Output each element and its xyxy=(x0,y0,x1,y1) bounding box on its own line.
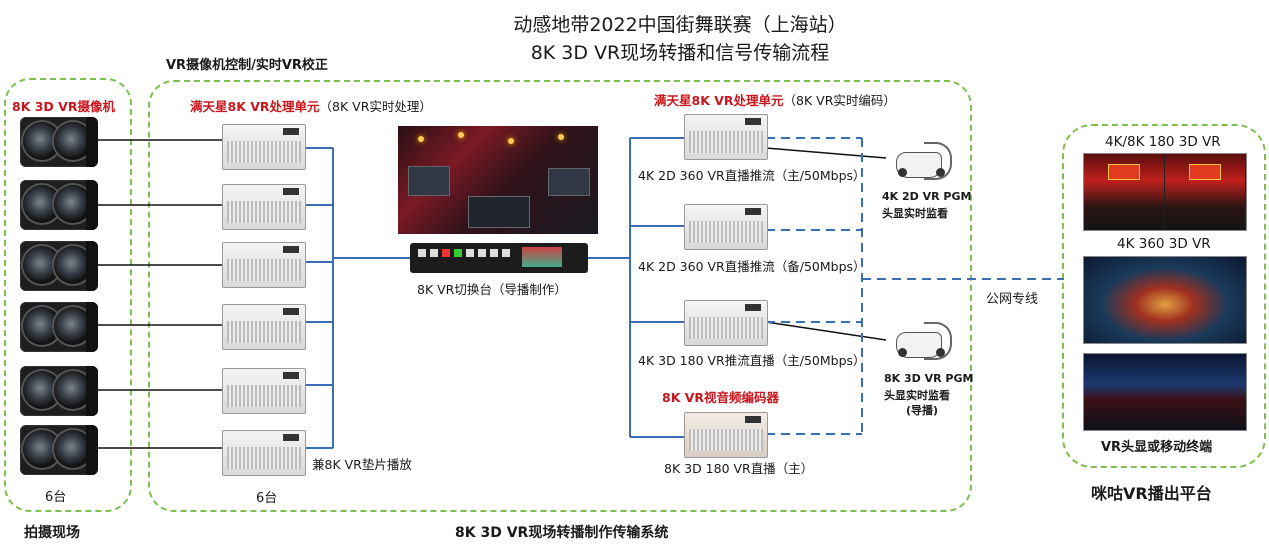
monitor2-line2: 头显实时监看 xyxy=(884,389,950,402)
capture-site-label: 拍摄现场 xyxy=(24,525,80,541)
encoding-header-red: 满天星8K VR处理单元 xyxy=(654,93,784,108)
encoding-header-note: （8K VR实时编码） xyxy=(783,93,896,108)
rack-unit-icon xyxy=(222,430,306,476)
vr-headset-icon xyxy=(890,320,954,362)
rack-unit-icon xyxy=(684,204,768,250)
monitor1-line2: 头显实时监看 xyxy=(882,207,948,220)
rack-unit-icon xyxy=(222,124,306,170)
vr-camera-icon xyxy=(20,117,98,167)
stream-label-1: 4K 2D 360 VR直播推流（主/50Mbps） xyxy=(638,168,866,183)
stream-label-4: 8K 3D 180 VR直播（主） xyxy=(664,461,814,476)
public-network-label: 公网专线 xyxy=(986,292,1039,307)
stream-label-3: 4K 3D 180 VR推流直播（主/50Mbps） xyxy=(638,353,866,368)
platform-label-1: 4K/8K 180 3D VR xyxy=(1105,134,1221,150)
rack-unit-icon xyxy=(222,184,306,230)
processing-count: 6台 xyxy=(256,491,278,506)
rack-unit-icon xyxy=(684,300,768,346)
platform-label-3: VR头显或移动终端 xyxy=(1101,440,1213,455)
camera-header: 8K 3D VR摄像机 xyxy=(12,99,115,114)
platform-group xyxy=(1062,124,1266,468)
diagram-title-line2: 8K 3D VR现场转播和信号传输流程 xyxy=(530,42,830,64)
rack-unit-icon xyxy=(684,114,768,160)
vr-terminal-screenshot xyxy=(1083,353,1247,431)
insert-playback-note: 兼8K VR垫片播放 xyxy=(312,457,412,472)
production-system-group xyxy=(148,80,972,512)
monitor2-line3: (导播) xyxy=(906,404,939,417)
control-room-photo xyxy=(398,126,598,234)
rack-unit-icon xyxy=(222,368,306,414)
rack-unit-icon xyxy=(222,242,306,288)
rack-unit-icon xyxy=(222,304,306,350)
vr-headset-icon xyxy=(890,140,954,182)
processing-header-red: 满天星8K VR处理单元 xyxy=(190,99,320,114)
platform-footer: 咪咕VR播出平台 xyxy=(1091,484,1212,503)
processing-header-note: （8K VR实时处理） xyxy=(319,99,432,114)
monitor2-line1: 8K 3D VR PGM xyxy=(884,372,974,385)
vr-camera-icon xyxy=(20,180,98,230)
video-switcher-icon xyxy=(410,243,588,273)
vr-camera-icon xyxy=(20,366,98,416)
system-footer: 8K 3D VR现场转播制作传输系统 xyxy=(455,525,669,541)
stream-label-2: 4K 2D 360 VR直播推流（备/50Mbps） xyxy=(638,259,866,274)
camera-count: 6台 xyxy=(45,490,67,505)
vr-camera-icon xyxy=(20,302,98,352)
monitor1-line1: 4K 2D VR PGM xyxy=(882,190,972,203)
vr-360-screenshot xyxy=(1083,256,1247,344)
switcher-label: 8K VR切换台（导播制作） xyxy=(417,282,567,297)
platform-label-2: 4K 360 3D VR xyxy=(1117,236,1211,252)
processing-header: 满天星8K VR处理单元（8K VR实时处理） xyxy=(190,96,432,115)
vr-180-screenshot xyxy=(1083,153,1247,231)
vr-camera-icon xyxy=(20,425,98,475)
vr-camera-icon xyxy=(20,241,98,291)
encoding-header: 满天星8K VR处理单元（8K VR实时编码） xyxy=(654,90,896,109)
control-header: VR摄像机控制/实时VR校正 xyxy=(166,58,328,73)
capture-site-group xyxy=(4,78,132,512)
diagram-title-line1: 动感地带2022中国街舞联赛（上海站） xyxy=(513,14,847,36)
rack-unit-icon xyxy=(684,412,768,458)
encoder-header: 8K VR视音频编码器 xyxy=(662,390,780,405)
